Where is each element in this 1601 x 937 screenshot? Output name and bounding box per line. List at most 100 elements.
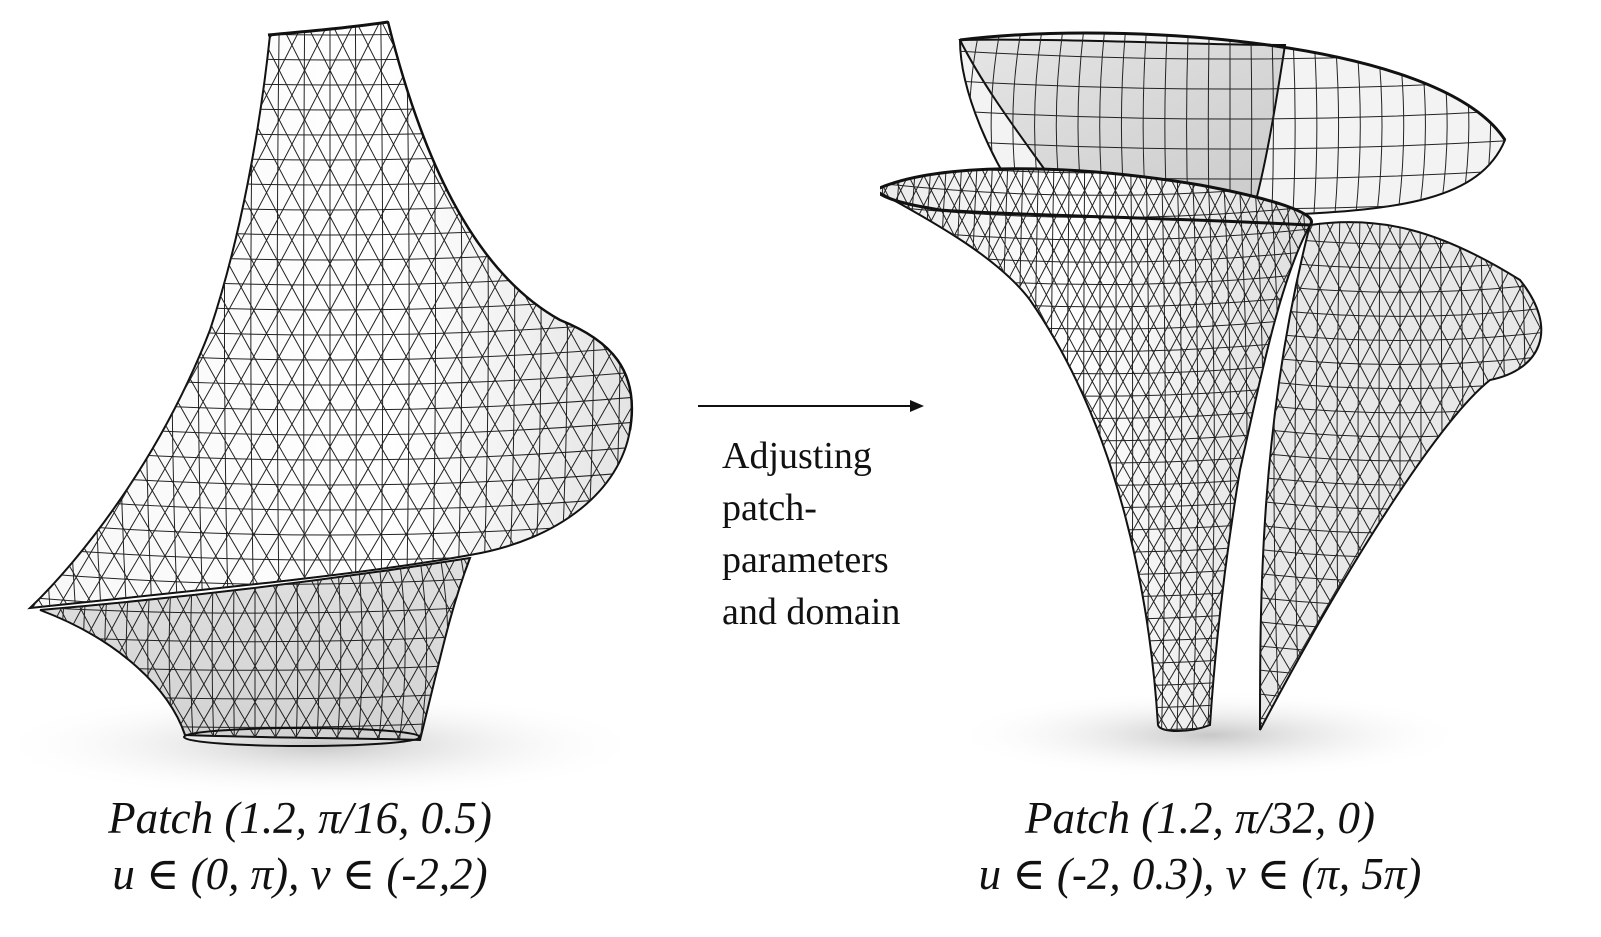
mesh-line xyxy=(1084,168,1312,731)
mesh-line xyxy=(1520,20,1534,230)
left-caption: Patch (1.2, π/16, 0.5) u ∈ (0, π), v ∈ (… xyxy=(40,790,560,902)
mesh-line xyxy=(660,20,673,620)
mesh-line xyxy=(685,20,700,620)
mesh-line xyxy=(1260,222,1332,730)
mesh-line xyxy=(397,558,406,740)
mesh-line xyxy=(880,168,948,731)
mesh-line xyxy=(1237,168,1312,731)
right-surface-svg xyxy=(880,20,1601,780)
mesh-line xyxy=(936,168,948,731)
mesh-line xyxy=(0,20,25,620)
mesh-line xyxy=(1191,168,1199,731)
mesh-line xyxy=(1580,210,1601,740)
mesh-line xyxy=(623,550,700,750)
mesh-line xyxy=(377,558,470,740)
mesh-line xyxy=(354,22,632,608)
mesh-line xyxy=(880,210,940,740)
mesh-line xyxy=(1260,222,1461,730)
mesh-line xyxy=(583,22,632,608)
mesh-line xyxy=(1160,168,1166,731)
right-caption: Patch (1.2, π/32, 0) u ∈ (-2, 0.3), v ∈ … xyxy=(920,790,1480,902)
mesh-line xyxy=(287,558,399,740)
mesh-line xyxy=(880,494,1312,509)
mesh-line xyxy=(1483,160,1601,740)
mesh-line xyxy=(608,22,632,608)
mesh-line xyxy=(880,168,886,731)
mesh-line xyxy=(1528,222,1542,730)
mesh-line xyxy=(1560,160,1601,740)
mesh-line xyxy=(558,22,632,608)
mesh-line xyxy=(101,22,432,608)
mesh-line xyxy=(608,22,632,608)
mesh-line xyxy=(880,168,1009,731)
mesh-line xyxy=(1163,168,1312,731)
mesh-line xyxy=(0,20,25,620)
mesh-line xyxy=(880,471,1312,486)
mesh-line xyxy=(583,22,595,608)
mesh-line xyxy=(919,168,932,731)
mesh-line xyxy=(880,210,1040,740)
mesh-line xyxy=(1083,168,1086,731)
left-caption-patch: Patch (1.2, π/16, 0.5) xyxy=(108,793,492,843)
mesh-line xyxy=(1575,160,1601,740)
mesh-line xyxy=(380,22,632,608)
mesh-line xyxy=(1560,210,1568,740)
mesh-line xyxy=(0,550,17,750)
mesh-line xyxy=(887,168,902,731)
left-surface-figure xyxy=(0,0,700,800)
mesh-line xyxy=(418,558,428,740)
mesh-line xyxy=(75,22,407,608)
mesh-line xyxy=(328,558,440,740)
mesh-line xyxy=(1591,160,1601,740)
mesh-line xyxy=(1514,160,1601,740)
right-surface-figure xyxy=(880,0,1601,800)
mesh-line xyxy=(880,168,902,731)
mesh-line xyxy=(1439,222,1542,730)
mesh-line xyxy=(0,550,30,750)
mesh-line xyxy=(880,210,980,740)
mesh-line xyxy=(1206,168,1215,731)
mesh-line xyxy=(1260,222,1361,730)
mesh-line xyxy=(50,22,382,608)
mesh-line xyxy=(635,20,647,620)
mesh-line xyxy=(30,22,52,608)
mesh-line xyxy=(660,20,700,620)
mesh-line xyxy=(1453,160,1601,740)
mesh-line xyxy=(880,210,1020,740)
mesh-line xyxy=(635,20,700,620)
mesh-line xyxy=(1176,168,1312,731)
mesh-line xyxy=(903,168,917,731)
mesh-line xyxy=(940,20,1520,29)
right-caption-domain: u ∈ (-2, 0.3), v ∈ (π, 5π) xyxy=(978,849,1422,899)
mesh-line xyxy=(1260,222,1521,730)
mesh-line xyxy=(583,22,632,608)
base-rim xyxy=(183,727,421,747)
mesh-line xyxy=(1148,168,1312,731)
mesh-line xyxy=(685,20,700,620)
mesh-line xyxy=(1539,222,1542,730)
mesh-line xyxy=(880,168,945,731)
mesh-line xyxy=(30,22,52,608)
floor-shadow xyxy=(950,690,1470,780)
transition-label: Adjusting patch- parameters and domain xyxy=(722,435,901,633)
mesh-line xyxy=(952,168,963,731)
mesh-line xyxy=(880,168,932,731)
mesh-line xyxy=(1468,160,1601,740)
left-caption-domain: u ∈ (0, π), v ∈ (-2,2) xyxy=(112,849,488,899)
mesh-line xyxy=(880,210,900,740)
mesh-line xyxy=(880,168,975,731)
mesh-line xyxy=(880,210,1000,740)
mesh-line xyxy=(356,558,363,740)
mesh-line xyxy=(1260,222,1481,730)
mesh-line xyxy=(1549,210,1601,740)
mesh-line xyxy=(1176,168,1183,731)
right-caption-patch: Patch (1.2, π/32, 0) xyxy=(1025,793,1375,843)
front-trumpet-body xyxy=(880,167,1313,732)
mesh-line xyxy=(608,22,621,608)
mesh-line xyxy=(1479,222,1542,730)
mesh-line xyxy=(880,168,917,731)
mesh-line xyxy=(1068,168,1312,731)
mesh-line xyxy=(880,168,883,731)
mesh-line xyxy=(1260,222,1421,730)
mesh-line xyxy=(880,168,929,731)
